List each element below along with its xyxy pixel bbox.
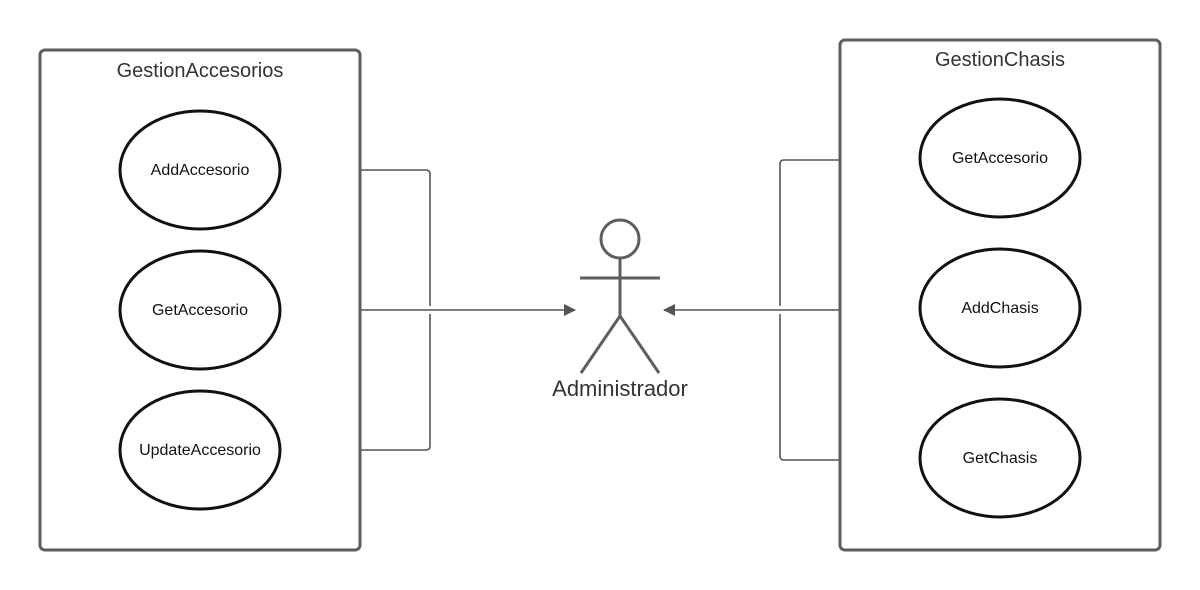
- actor-label: Administrador: [552, 376, 688, 401]
- system-boundary-gestionchasis: GestionChasis GetAccesorio AddChasis Get…: [838, 38, 1162, 552]
- usecase-getaccesorio-chasis[interactable]: GetAccesorio: [918, 97, 1082, 219]
- connector-updateaccesorio: [280, 314, 431, 451]
- connector-getaccesorio-right: [779, 159, 920, 306]
- system-boundary-gestionaccesorios: GestionAccesorios AddAccesorio GetAcceso…: [38, 48, 362, 552]
- usecase-getaccesorio[interactable]: GetAccesorio: [118, 249, 282, 371]
- usecase-label: UpdateAccesorio: [139, 442, 261, 459]
- usecase-addaccesorio[interactable]: AddAccesorio: [118, 109, 282, 231]
- actor-head: [599, 218, 641, 260]
- actor-administrador[interactable]: Administrador: [552, 218, 688, 401]
- usecase-label: GetAccesorio: [952, 150, 1048, 167]
- usecase-addchasis[interactable]: AddChasis: [918, 247, 1082, 369]
- actor-right-leg: [618, 315, 661, 374]
- connector-addaccesorio: [280, 169, 431, 306]
- usecase-label: GetChasis: [963, 450, 1038, 467]
- usecase-label: GetAccesorio: [152, 302, 248, 319]
- usecase-updateaccesorio[interactable]: UpdateAccesorio: [118, 389, 282, 511]
- usecase-getchasis[interactable]: GetChasis: [918, 397, 1082, 519]
- boundary-title: GestionChasis: [935, 49, 1065, 71]
- actor-left-leg: [579, 315, 622, 374]
- connector-getchasis: [779, 314, 920, 461]
- usecase-label: AddAccesorio: [151, 162, 250, 179]
- boundary-title: GestionAccesorios: [117, 60, 284, 82]
- usecase-label: AddChasis: [961, 300, 1038, 317]
